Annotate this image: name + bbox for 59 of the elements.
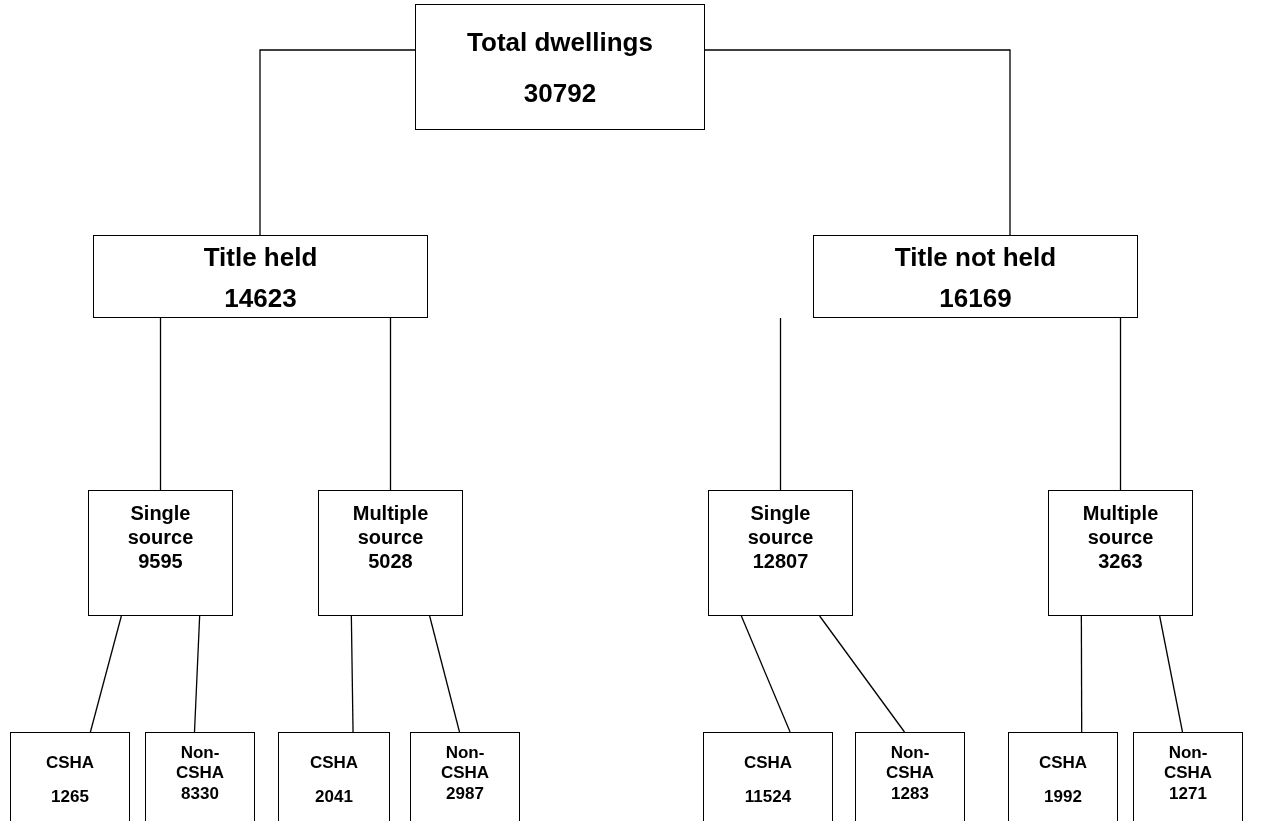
connector-line xyxy=(704,49,1011,236)
connector-line xyxy=(1159,615,1184,733)
category-label: Single source xyxy=(746,501,815,549)
category-box xyxy=(88,490,233,616)
connector-line xyxy=(350,615,354,733)
connector-line xyxy=(1080,615,1083,733)
category-box xyxy=(318,490,463,616)
count-value: 1265 xyxy=(50,787,90,808)
category-label: Title held xyxy=(202,242,319,274)
connector-line xyxy=(779,317,782,491)
category-box xyxy=(703,732,833,821)
category-box xyxy=(813,235,1138,318)
category-label: CSHA xyxy=(44,753,96,774)
count-value: 1283 xyxy=(890,783,930,805)
category-box xyxy=(10,732,130,821)
category-label: Multiple source xyxy=(1081,501,1160,549)
count-value: 14623 xyxy=(223,283,298,315)
category-box xyxy=(1048,490,1193,616)
category-label: Single source xyxy=(126,501,195,549)
category-label: Non-CSHA xyxy=(174,743,226,784)
category-box xyxy=(145,732,255,821)
count-value: 3263 xyxy=(1097,549,1144,573)
category-label: CSHA xyxy=(1037,753,1089,774)
connector-line xyxy=(1119,317,1122,491)
category-box xyxy=(93,235,428,318)
count-value: 5028 xyxy=(367,549,414,573)
connector-line xyxy=(193,615,201,733)
category-box xyxy=(708,490,853,616)
count-value: 2987 xyxy=(445,783,485,805)
connector-line xyxy=(740,615,791,733)
count-value: 30792 xyxy=(522,78,598,110)
connector-line xyxy=(819,615,906,733)
category-box xyxy=(1008,732,1118,821)
count-value: 1271 xyxy=(1168,783,1208,805)
count-value: 2041 xyxy=(314,787,354,808)
count-value: 12807 xyxy=(751,549,810,573)
category-label: Total dwellings xyxy=(466,27,654,59)
category-label: Title not held xyxy=(893,242,1058,274)
connector-line xyxy=(389,317,392,491)
count-value: 1992 xyxy=(1043,787,1083,808)
category-box xyxy=(1133,732,1243,821)
category-box xyxy=(415,4,705,130)
category-box xyxy=(278,732,390,821)
category-box xyxy=(410,732,520,821)
connector-line xyxy=(89,615,122,733)
category-label: Non-CSHA xyxy=(439,743,491,784)
connector-line xyxy=(259,49,416,236)
category-box xyxy=(855,732,965,821)
connector-line xyxy=(159,317,162,491)
category-label: Multiple source xyxy=(351,501,430,549)
category-label: CSHA xyxy=(308,753,360,774)
count-value: 8330 xyxy=(180,783,220,805)
category-label: CSHA xyxy=(742,753,794,774)
category-label: Non-CSHA xyxy=(1162,743,1214,784)
count-value: 16169 xyxy=(938,283,1013,315)
connector-line xyxy=(429,615,461,733)
count-value: 11524 xyxy=(743,787,793,808)
category-label: Non-CSHA xyxy=(884,743,936,784)
count-value: 9595 xyxy=(137,549,184,573)
